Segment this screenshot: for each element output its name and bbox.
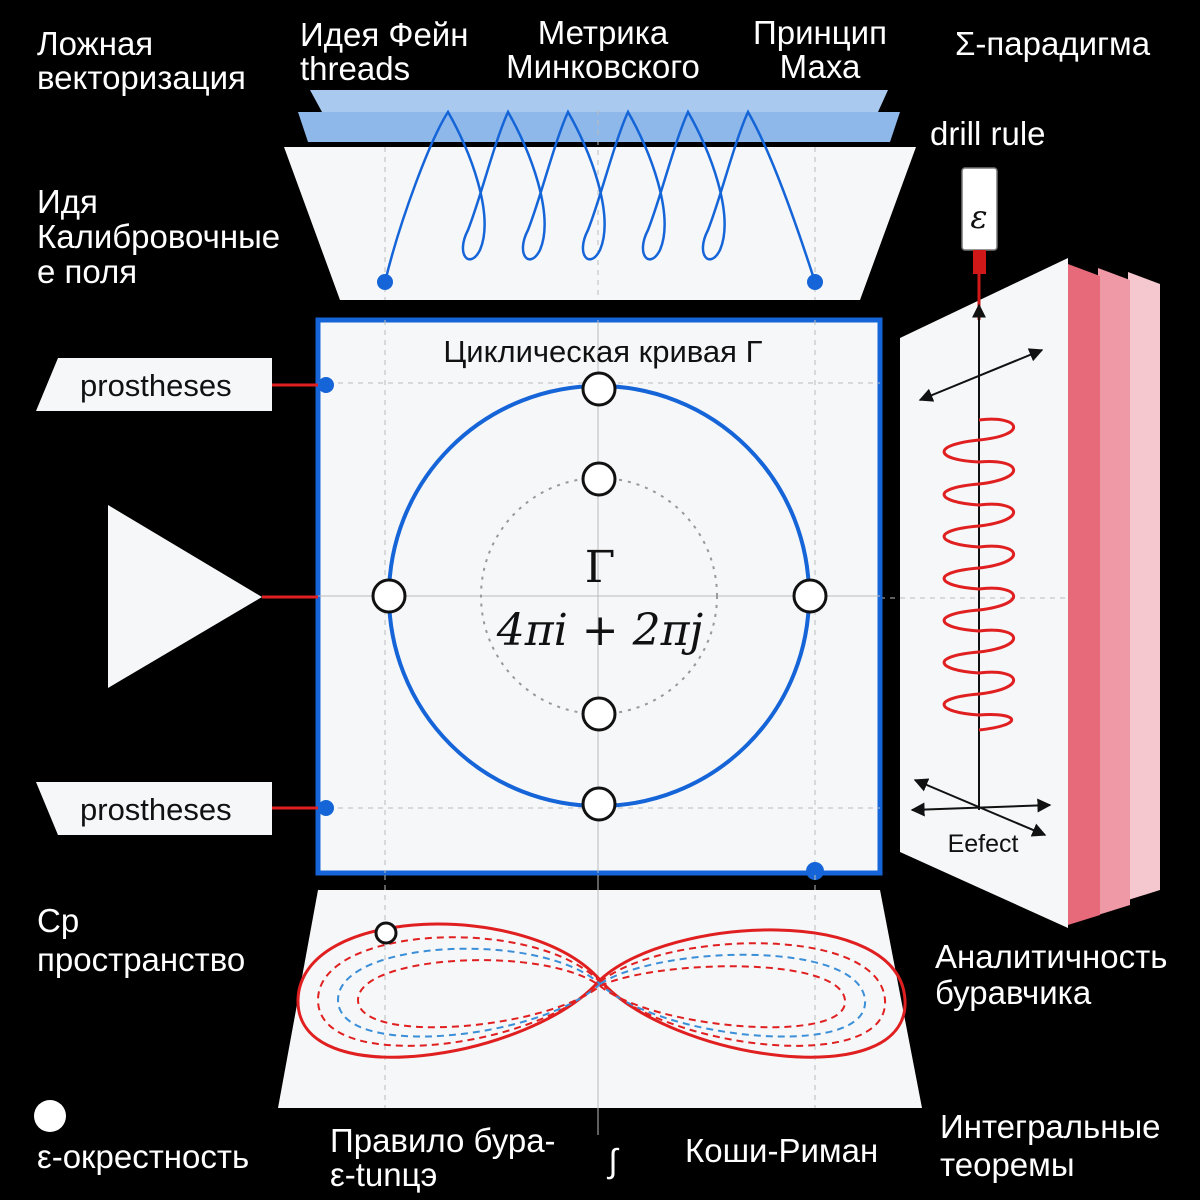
label-sigma-paradigm: Σ-парадигма	[955, 25, 1151, 62]
label-cp-1: Cp	[37, 902, 79, 939]
label-minkowski-1: Метрика	[538, 14, 669, 51]
lower-cross-axis-b	[910, 798, 1052, 817]
label-feyn-idea-1: Идея Фейн	[300, 16, 468, 53]
node-top	[581, 371, 617, 407]
label-prosthesis-bottom: prostheses	[80, 792, 232, 827]
lemniscate-point	[374, 921, 398, 945]
label-integral-theorems-2: теоремы	[940, 1146, 1075, 1183]
top-trapezoid	[284, 147, 916, 300]
central-square	[315, 317, 883, 880]
prosthesis-top-tag	[36, 358, 272, 411]
right-panels	[880, 167, 1160, 928]
node-bottom	[581, 786, 617, 822]
bottom-trapezoid	[278, 890, 922, 1108]
label-integral-theorems-1: Интегральные	[940, 1108, 1161, 1145]
label-analyticity-2: буравчика	[935, 974, 1092, 1011]
label-gauge-fields-1: Идя	[37, 183, 98, 220]
label-drill-rule-bottom-2: ε-tunцэ	[330, 1156, 437, 1193]
label-epsilon-neighborhood: ε-окрестность	[37, 1138, 249, 1175]
label-analyticity-1: Аналитичность	[935, 938, 1167, 975]
left-connectors	[36, 358, 318, 835]
top-panel	[284, 90, 916, 300]
label-prosthesis-top: prostheses	[80, 368, 232, 403]
integral-sign: ∫	[606, 1142, 619, 1180]
lemniscate-dashed-2	[356, 959, 847, 1029]
prosthesis-bottom-tag	[36, 782, 272, 835]
label-minkowski-2: Минковского	[506, 48, 700, 85]
center-formula: 4πi + 2πj	[496, 605, 703, 656]
lemniscate-dashed-1	[316, 936, 887, 1047]
input-triangle	[108, 505, 262, 688]
label-gauge-fields-2: Калибровочные	[37, 218, 280, 255]
drill-epsilon: ε	[970, 198, 987, 236]
corner-dot-bottom	[318, 800, 334, 816]
node-left	[371, 578, 407, 614]
bottom-panel	[278, 875, 922, 1135]
label-drill-rule-bottom-1: Правило бура-	[330, 1122, 556, 1159]
right-trapezoid	[900, 258, 1068, 928]
thread-endpoint-left	[377, 274, 393, 290]
upper-cross-axis	[918, 348, 1044, 402]
label-cp-2: пространство	[37, 941, 245, 978]
red-coil	[942, 417, 1016, 732]
label-cauchy-riemann: Коши-Риман	[685, 1132, 878, 1169]
label-cyclic-curve: Циклическая кривая Γ	[443, 334, 762, 369]
thread-endpoint-right	[807, 274, 823, 290]
center-gamma: Γ	[585, 542, 616, 593]
epsilon-neighborhood-dot	[34, 1100, 66, 1132]
label-mach-2: Маха	[780, 48, 861, 85]
lemniscate-dashed-blue	[336, 947, 867, 1038]
corner-dot-top	[318, 377, 334, 393]
feynman-thread-curve	[383, 109, 817, 283]
label-feyn-idea-2: threads	[300, 50, 410, 87]
lemniscate-outer	[296, 922, 907, 1059]
label-gauge-fields-3: е поля	[37, 253, 137, 290]
node-right	[792, 578, 828, 614]
label-mach-1: Принцип	[753, 14, 887, 51]
labels: Ложная векторизация Идея Фейн threads Ме…	[37, 14, 1167, 1193]
label-false-vectorization-1: Ложная	[37, 25, 153, 62]
corner-dot-right	[806, 862, 824, 880]
label-false-vectorization-2: векторизация	[37, 59, 246, 96]
node-inner-bottom	[581, 696, 617, 732]
label-effect: Eefect	[948, 830, 1019, 858]
label-drill-rule: drill rule	[930, 115, 1046, 152]
node-inner-top	[581, 461, 617, 497]
inner-dotted-circle	[480, 477, 718, 715]
